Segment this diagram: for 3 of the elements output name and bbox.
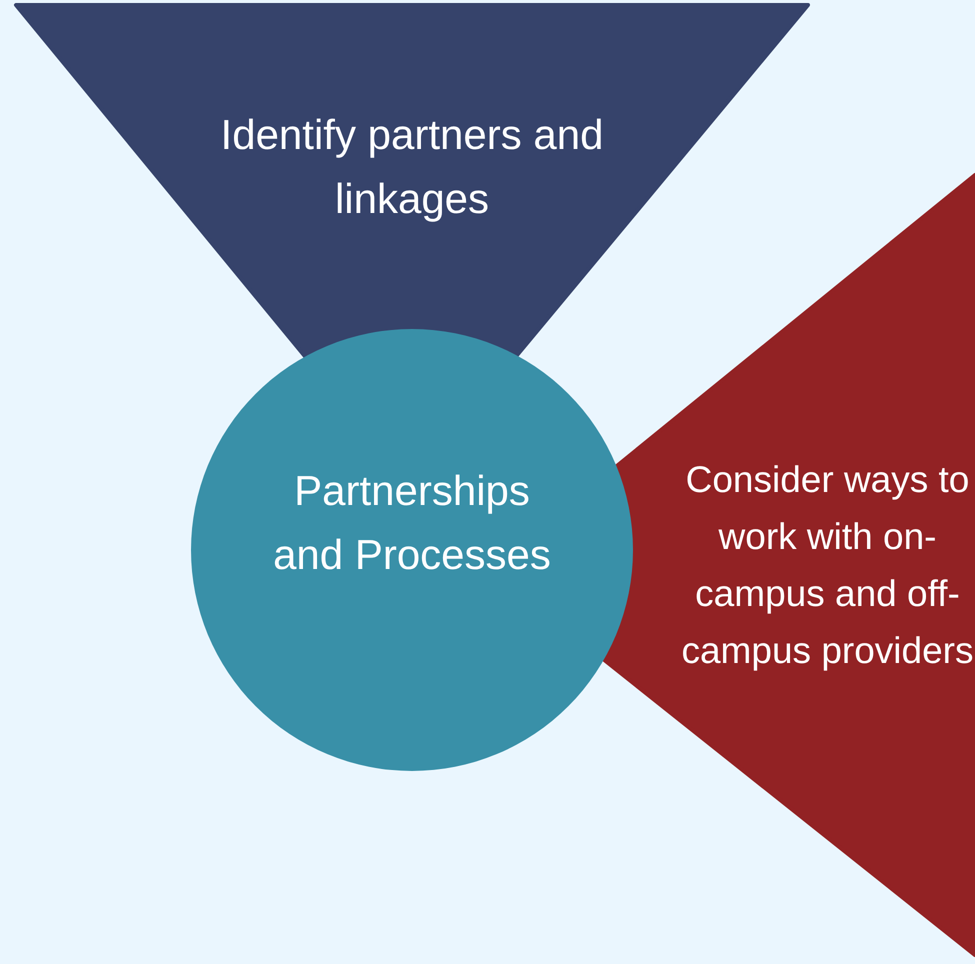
node-label: Partnerships and Processes xyxy=(272,466,552,580)
node-label: Consider ways to work with on-campus and off-campus providers xyxy=(680,458,974,673)
node-label: Identify partners and linkages xyxy=(220,110,604,224)
